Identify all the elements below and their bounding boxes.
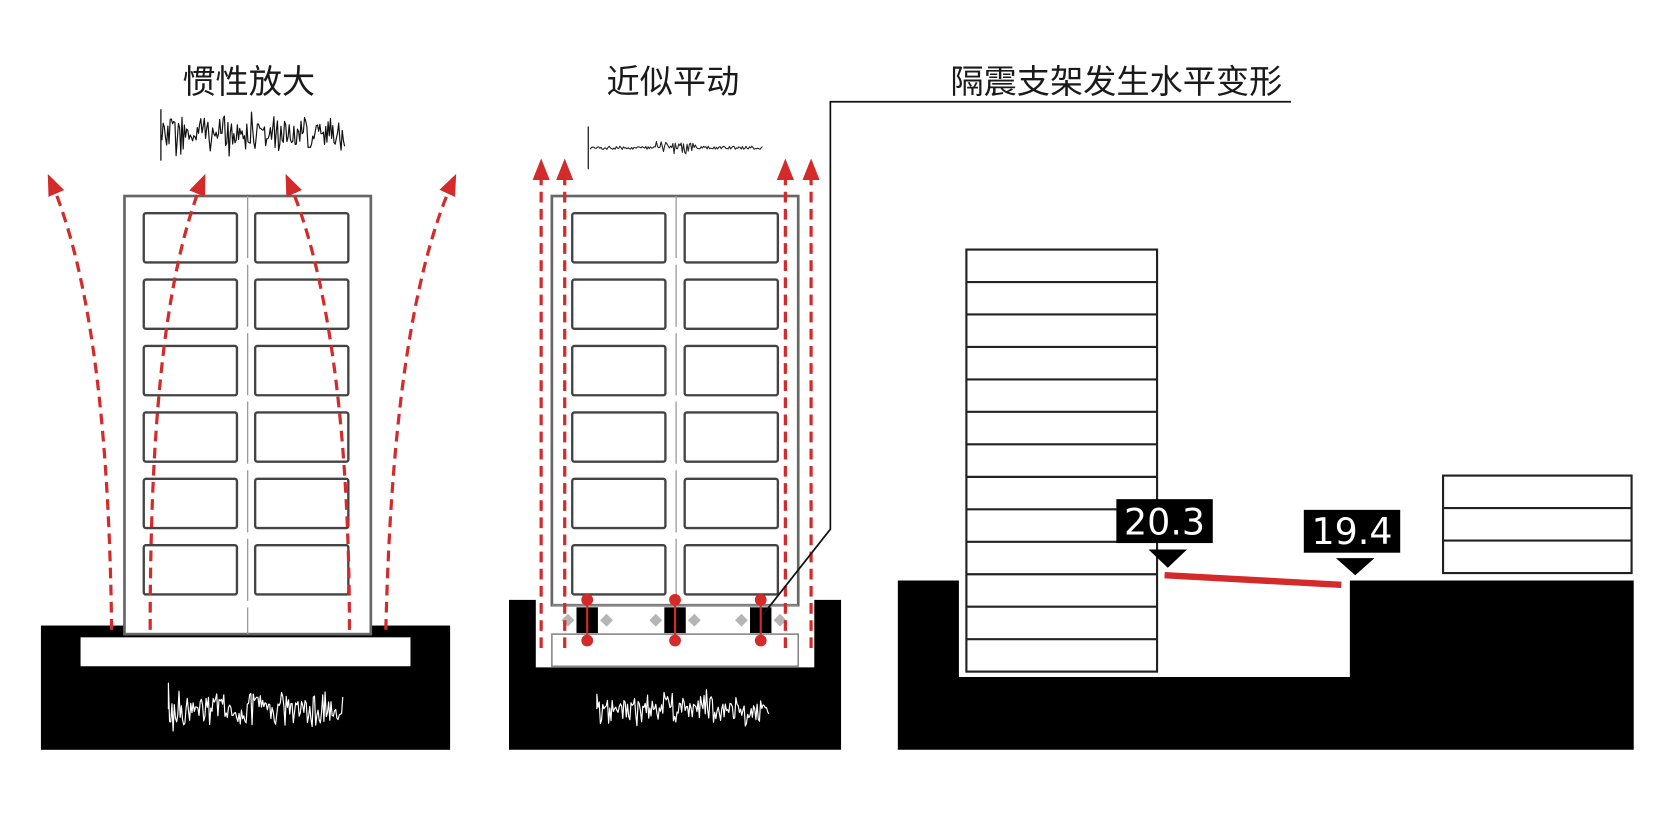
low-building [1441, 474, 1633, 575]
panel-inertia: 惯性放大 [40, 62, 457, 750]
window [142, 477, 239, 530]
window [571, 344, 667, 397]
arrow-inner-right [285, 173, 352, 630]
window [253, 477, 350, 530]
window [142, 278, 239, 331]
isolator-pad [561, 613, 613, 627]
panel-title-translation: 近似平动 [607, 62, 740, 101]
elevation-marker-site: 19.4 [1303, 509, 1401, 576]
arrow-inner-left [148, 173, 206, 630]
panel-isolation: 隔震支架发生水平变形 20.3 19.4 [897, 62, 1634, 750]
elevation-marker-building: 20.3 [1116, 499, 1213, 568]
callout-leader-line [762, 100, 1291, 616]
window [683, 477, 780, 530]
isolator-node-bottom [754, 634, 767, 647]
isolator-node-top [669, 593, 681, 606]
elevation-triangle-icon [1148, 549, 1188, 568]
foundation-slab [80, 637, 411, 667]
isolator-node-bottom [669, 634, 681, 647]
window [253, 344, 350, 397]
site-ground-section [897, 580, 1634, 750]
wave-trace [161, 111, 346, 157]
window [683, 544, 780, 596]
elevation-label-box [1116, 499, 1213, 544]
building-frame [550, 194, 800, 607]
wave-trace [167, 682, 344, 732]
window [683, 211, 780, 264]
window [571, 278, 667, 331]
isolator-node-top [581, 593, 594, 606]
isolator-node-top [754, 593, 767, 606]
window [683, 411, 780, 463]
window [253, 278, 350, 331]
isolation-bearings [551, 593, 799, 647]
window [571, 211, 667, 264]
elevation-triangle-icon [1335, 558, 1375, 576]
window [142, 344, 239, 397]
building-windows [142, 211, 350, 596]
elevation-label-box [1303, 509, 1401, 553]
seismograph-reduced [587, 126, 763, 170]
window [571, 544, 667, 596]
elevation-value: 20.3 [1124, 501, 1205, 544]
deformation-line [1164, 571, 1342, 589]
window [683, 344, 780, 397]
window [142, 411, 239, 463]
tall-building [965, 248, 1159, 673]
panel-title-inertia: 惯性放大 [182, 62, 315, 101]
window [253, 544, 350, 596]
isolator-pad [649, 613, 701, 627]
window [571, 477, 667, 530]
isolator-node-bottom [581, 634, 594, 647]
building-windows [571, 211, 780, 596]
ground-motion-wave [167, 682, 344, 732]
wave-trace [589, 140, 763, 155]
wave-trace [596, 689, 770, 727]
panel-translation: 近似平动 [509, 62, 1291, 750]
ground-motion-wave [596, 689, 770, 727]
arrow-outer-left [47, 173, 114, 630]
panel-title-isolation: 隔震支架发生水平变形 [950, 62, 1282, 101]
isolator-pad [735, 613, 787, 627]
window [571, 411, 667, 463]
window [683, 278, 780, 331]
inertia-arrows [47, 173, 457, 630]
elevation-value: 19.4 [1311, 510, 1392, 553]
window [142, 544, 239, 596]
seismograph-amplified [160, 109, 346, 161]
arrow-outer-right [384, 173, 457, 630]
translation-arrows [532, 158, 820, 649]
window [253, 411, 350, 463]
